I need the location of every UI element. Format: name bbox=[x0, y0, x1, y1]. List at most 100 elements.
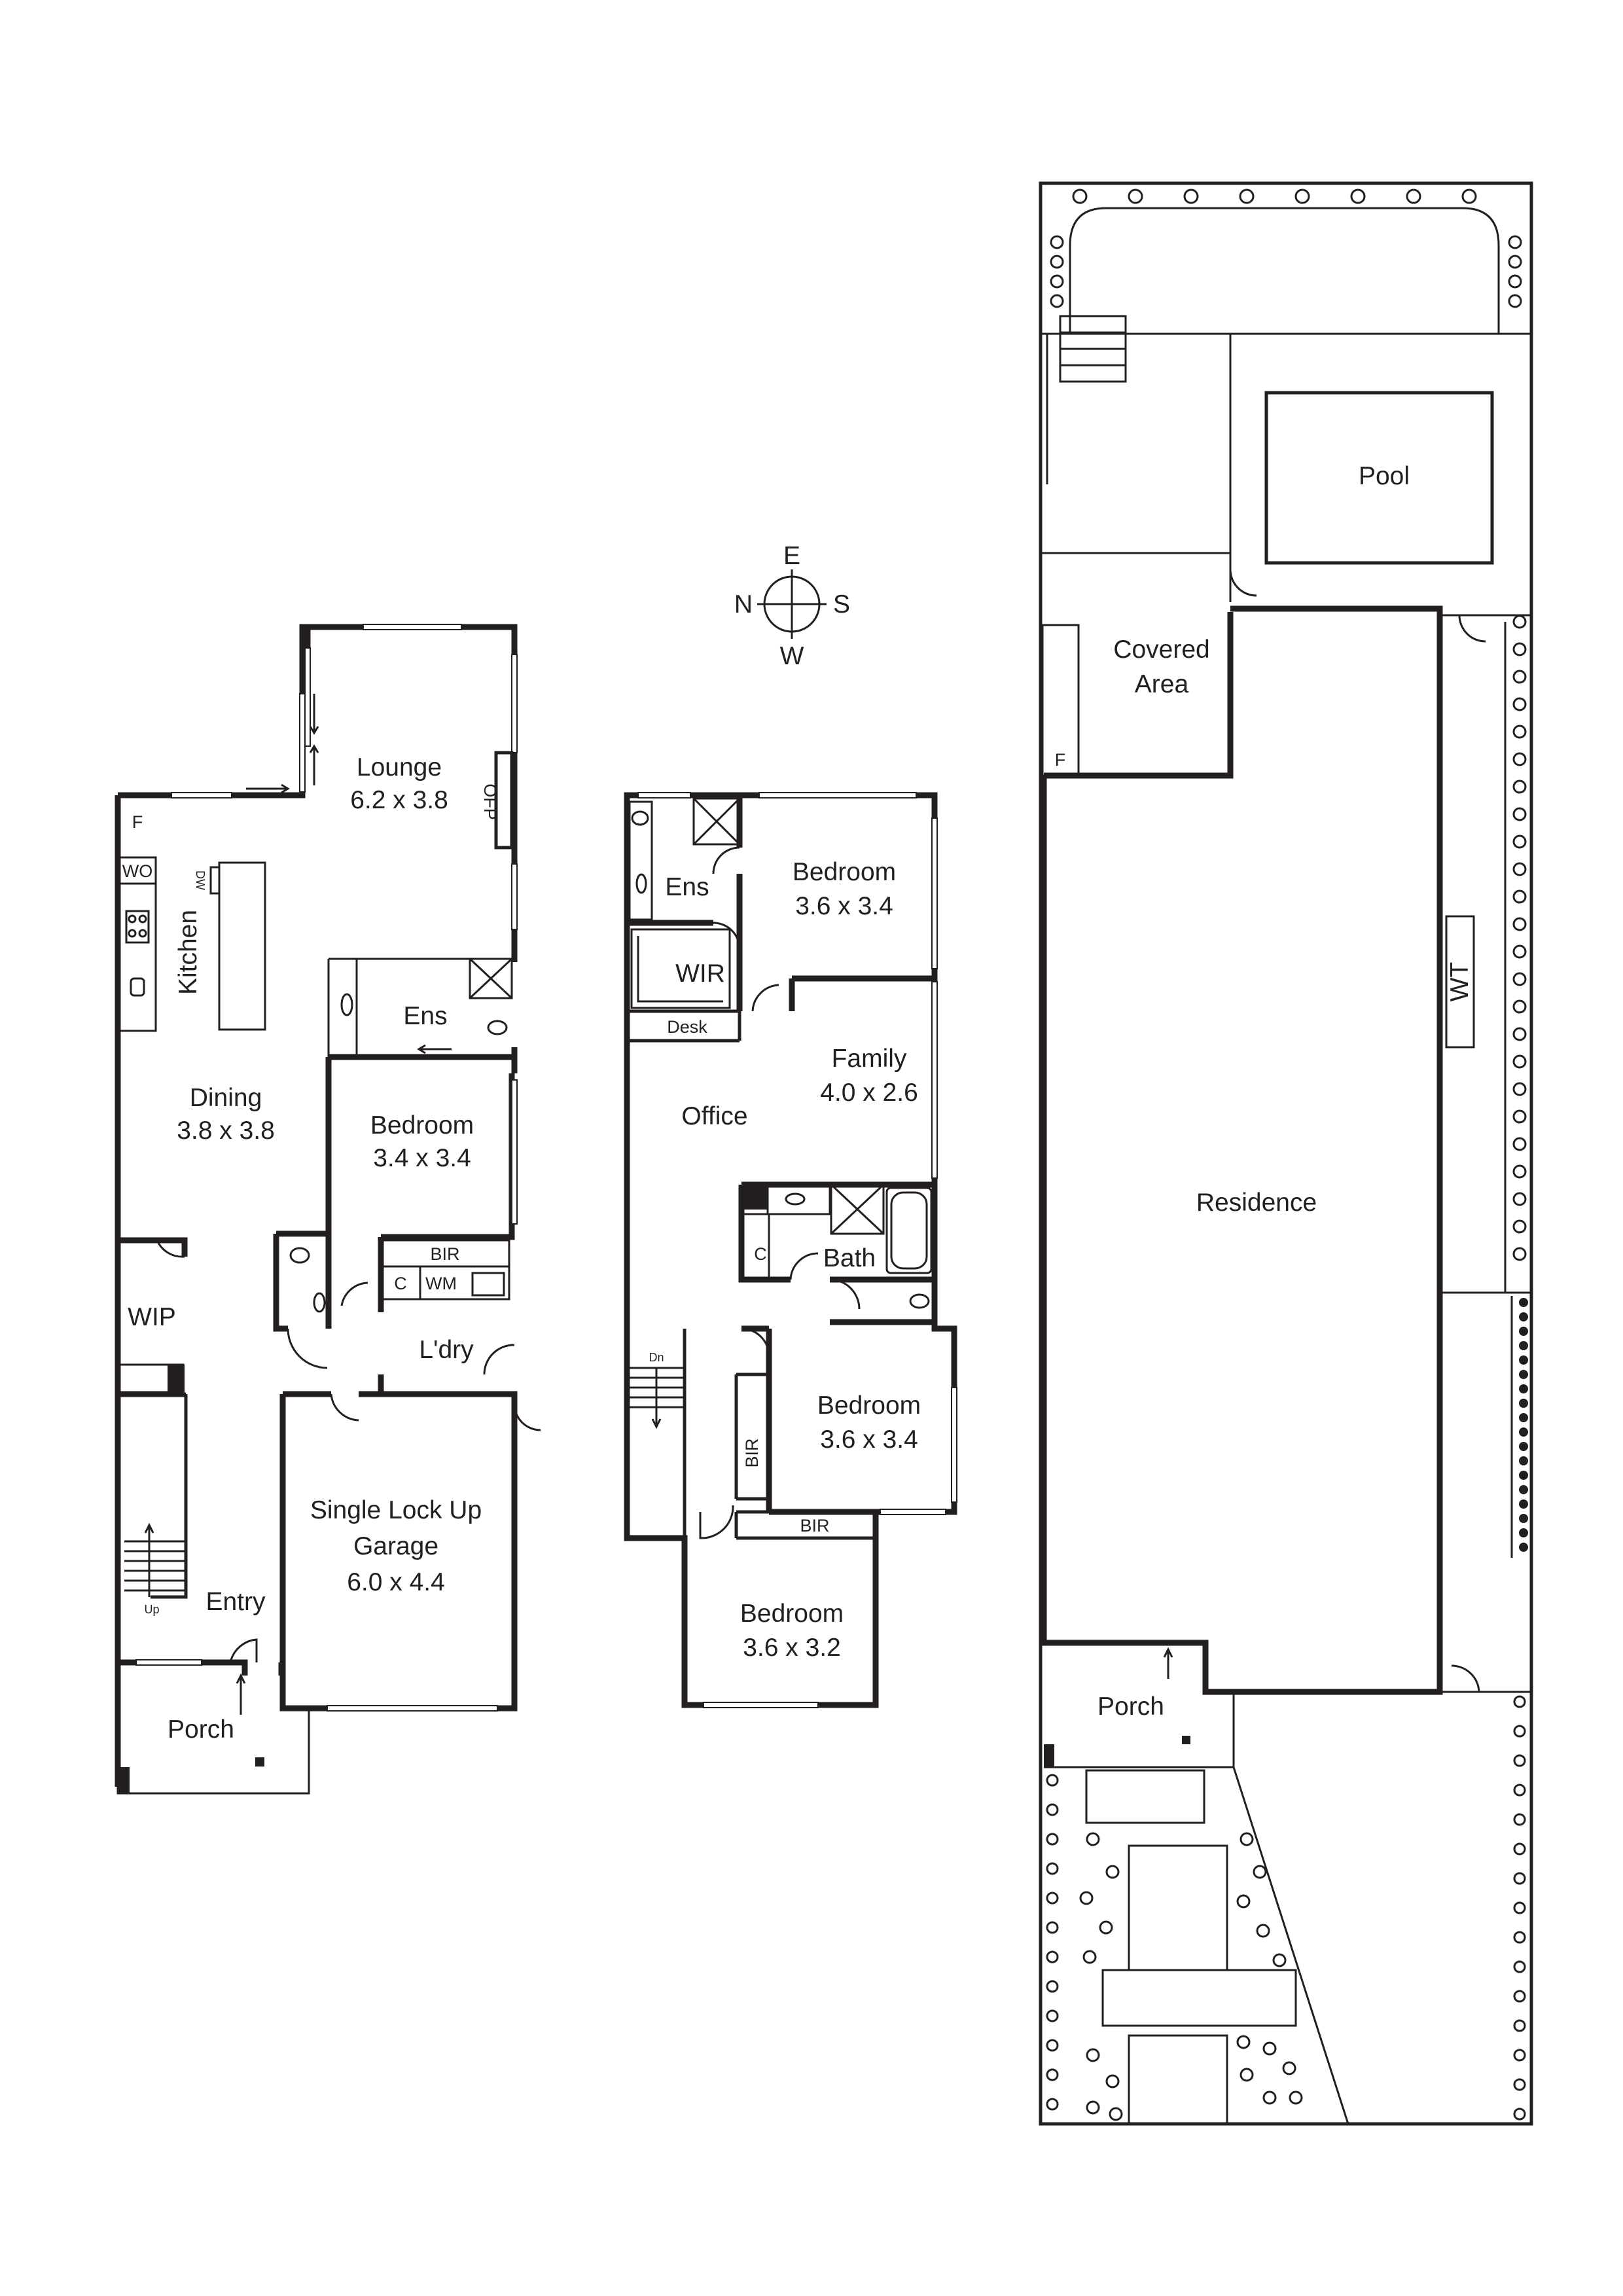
gate-swing bbox=[1451, 1664, 1480, 1693]
shower-lines bbox=[830, 1183, 885, 1235]
stairwell-wall bbox=[118, 1392, 188, 1599]
shrub-icon bbox=[1050, 255, 1064, 269]
shrub-icon bbox=[1512, 917, 1527, 931]
door-swing bbox=[483, 1344, 515, 1375]
pool bbox=[1264, 391, 1494, 565]
burner bbox=[138, 914, 147, 924]
shrub-icon bbox=[1050, 294, 1064, 308]
shrub-icon bbox=[1519, 1370, 1528, 1379]
bedroom-size: 3.6 x 3.4 bbox=[820, 1426, 918, 1454]
shrub-icon bbox=[1513, 1931, 1526, 1944]
wir-wall bbox=[627, 910, 743, 1011]
shrub-icon bbox=[1046, 1833, 1059, 1846]
shrub-icon bbox=[1512, 1082, 1527, 1096]
porch-label: Porch bbox=[168, 1715, 234, 1744]
shrub-icon bbox=[1513, 1901, 1526, 1914]
gate-swing bbox=[1229, 569, 1257, 597]
driveway-edge bbox=[1232, 1767, 1349, 2125]
shrub-icon bbox=[1079, 1891, 1094, 1905]
compass-cross bbox=[757, 569, 827, 639]
ensuite-label: Ens bbox=[665, 873, 709, 901]
bedroom2-wall bbox=[741, 1325, 876, 1515]
covered-area-label-line2: Area bbox=[1135, 670, 1189, 698]
shrub-icon bbox=[1350, 188, 1366, 204]
shrub-icon bbox=[1240, 2068, 1254, 2082]
door-swing bbox=[156, 1240, 185, 1258]
sliding-door bbox=[304, 647, 311, 747]
shrub-icon bbox=[1046, 2039, 1059, 2052]
door-swing bbox=[751, 984, 779, 1012]
door-swing bbox=[789, 1252, 819, 1280]
shrub-icon bbox=[1272, 1953, 1287, 1967]
shrub-icon bbox=[1513, 1754, 1526, 1767]
shrub-icon bbox=[1282, 2061, 1296, 2075]
garage-size: 6.0 x 4.4 bbox=[347, 1568, 445, 1596]
shrub-icon bbox=[1046, 1892, 1059, 1905]
shrub-icon bbox=[1508, 274, 1522, 289]
bathtub bbox=[885, 1187, 933, 1274]
shrub-icon bbox=[1046, 1980, 1059, 1993]
shrub-icon bbox=[1236, 1894, 1251, 1909]
shrub-icon bbox=[1099, 1920, 1113, 1935]
entry-arrow bbox=[236, 1673, 246, 1715]
basin bbox=[785, 1193, 806, 1206]
shower-lines bbox=[692, 797, 741, 846]
porch-outline bbox=[116, 1662, 310, 1795]
pool-deck bbox=[1069, 207, 1500, 334]
wir-label: WIR bbox=[675, 960, 725, 988]
shrub-icon bbox=[1512, 725, 1527, 739]
shrub-icon bbox=[1086, 2048, 1100, 2062]
lounge-size: 6.2 x 3.8 bbox=[350, 786, 448, 814]
shrub-icon bbox=[1519, 1355, 1528, 1365]
fridge-label: F bbox=[1055, 750, 1066, 770]
shrub-icon bbox=[1513, 1725, 1526, 1738]
door-swing bbox=[287, 1328, 328, 1369]
covered-area-label-line1: Covered bbox=[1113, 636, 1209, 664]
toilet bbox=[909, 1293, 930, 1309]
shrub-icon bbox=[1512, 1219, 1527, 1234]
shrub-icon bbox=[1512, 1054, 1527, 1069]
lounge-label: Lounge bbox=[357, 753, 442, 781]
window bbox=[931, 981, 938, 1179]
laundry-label: L'dry bbox=[419, 1336, 474, 1364]
entry-label: Entry bbox=[205, 1588, 266, 1616]
door-swing bbox=[741, 1327, 770, 1357]
shrub-icon bbox=[1461, 188, 1477, 204]
dining-label: Dining bbox=[190, 1084, 262, 1112]
column bbox=[741, 1185, 768, 1210]
first-floor-outer-wall bbox=[624, 792, 957, 1708]
window bbox=[511, 863, 518, 930]
shrub-icon bbox=[1236, 2035, 1251, 2049]
window bbox=[758, 792, 917, 798]
shrub-icon bbox=[1512, 972, 1527, 986]
bir-bottom bbox=[734, 1510, 876, 1540]
wir-shelves bbox=[630, 928, 731, 1009]
family-size: 4.0 x 2.6 bbox=[820, 1079, 918, 1107]
burner bbox=[128, 929, 137, 938]
covered-area-outline bbox=[1041, 552, 1232, 602]
side-garden bbox=[1440, 1291, 1531, 1558]
door-swing bbox=[712, 846, 740, 874]
entry-arrow bbox=[1163, 1647, 1173, 1679]
garage-label-line2: Garage bbox=[353, 1532, 438, 1560]
shrub-icon bbox=[1519, 1327, 1528, 1336]
cupboard-label: C bbox=[754, 1244, 767, 1264]
linen-cupboard bbox=[741, 1213, 770, 1281]
bedroom-wall bbox=[789, 975, 935, 1011]
shrub-icon bbox=[1046, 1862, 1059, 1875]
bath-label: Bath bbox=[823, 1244, 876, 1272]
bir-side bbox=[734, 1372, 771, 1501]
shrub-icon bbox=[1519, 1485, 1528, 1494]
shrub-icon bbox=[1046, 2009, 1059, 2022]
dishwasher bbox=[209, 866, 221, 895]
bedroom-size: 3.4 x 3.4 bbox=[373, 1144, 471, 1172]
basin bbox=[635, 873, 647, 894]
wall-oven bbox=[118, 856, 157, 885]
shrub-icon bbox=[1512, 1137, 1527, 1151]
window bbox=[511, 1079, 518, 1225]
path-paver bbox=[1085, 1769, 1205, 1824]
shrub-icon bbox=[1046, 2098, 1059, 2111]
bedroom-label: Bedroom bbox=[793, 858, 896, 886]
porch-post bbox=[1044, 1744, 1054, 1767]
shrub-icon bbox=[1519, 1399, 1528, 1408]
